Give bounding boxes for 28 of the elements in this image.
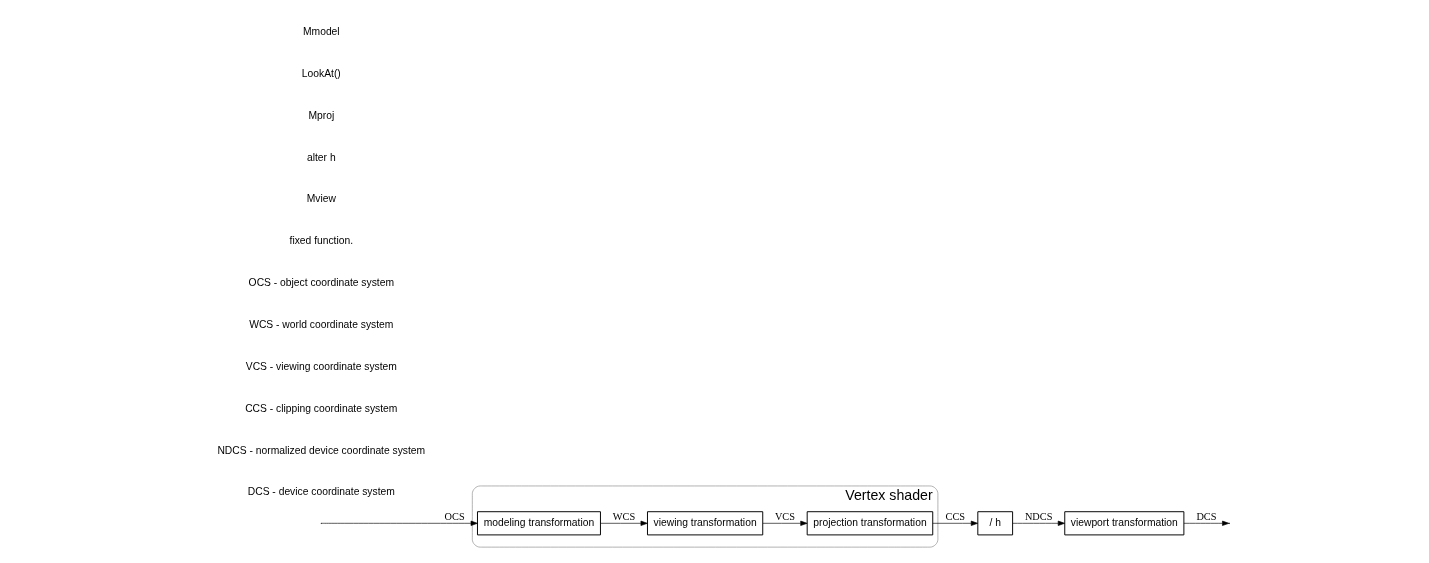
edge-label: VCS	[774, 510, 795, 522]
node-box: viewport transformation	[1063, 511, 1184, 536]
label: Mview	[306, 193, 336, 205]
edge-label: NDCS	[1024, 510, 1052, 522]
label: Mmodel	[302, 26, 340, 38]
node-box: viewing transformation	[646, 511, 763, 536]
label: WCS - world coordinate system	[248, 319, 393, 331]
edge-label: CCS	[945, 510, 965, 522]
label: DCS - device coordinate system	[247, 486, 395, 498]
label: Mproj	[307, 109, 334, 121]
label: VCS - viewing coordinate system	[245, 360, 397, 372]
node-box: modeling transformation	[476, 511, 601, 536]
label: alter h	[306, 151, 336, 163]
label: CCS - clipping coordinate system	[244, 402, 397, 414]
arrow	[321, 520, 478, 526]
edge-label: WCS	[612, 510, 635, 522]
edge-label: DCS	[1195, 510, 1216, 522]
arrow	[931, 520, 978, 526]
node-box: / h	[976, 511, 1013, 536]
arrow	[762, 520, 807, 526]
label: LookAt()	[301, 67, 341, 79]
label: fixed function.	[289, 235, 353, 247]
arrow	[599, 520, 648, 526]
node-box: projection transformation	[806, 511, 933, 536]
label: NDCS - normalized device coordinate system	[216, 444, 425, 456]
label: OCS - object coordinate system	[248, 277, 394, 289]
arrow	[1012, 520, 1065, 526]
edge-label: OCS	[444, 510, 465, 522]
